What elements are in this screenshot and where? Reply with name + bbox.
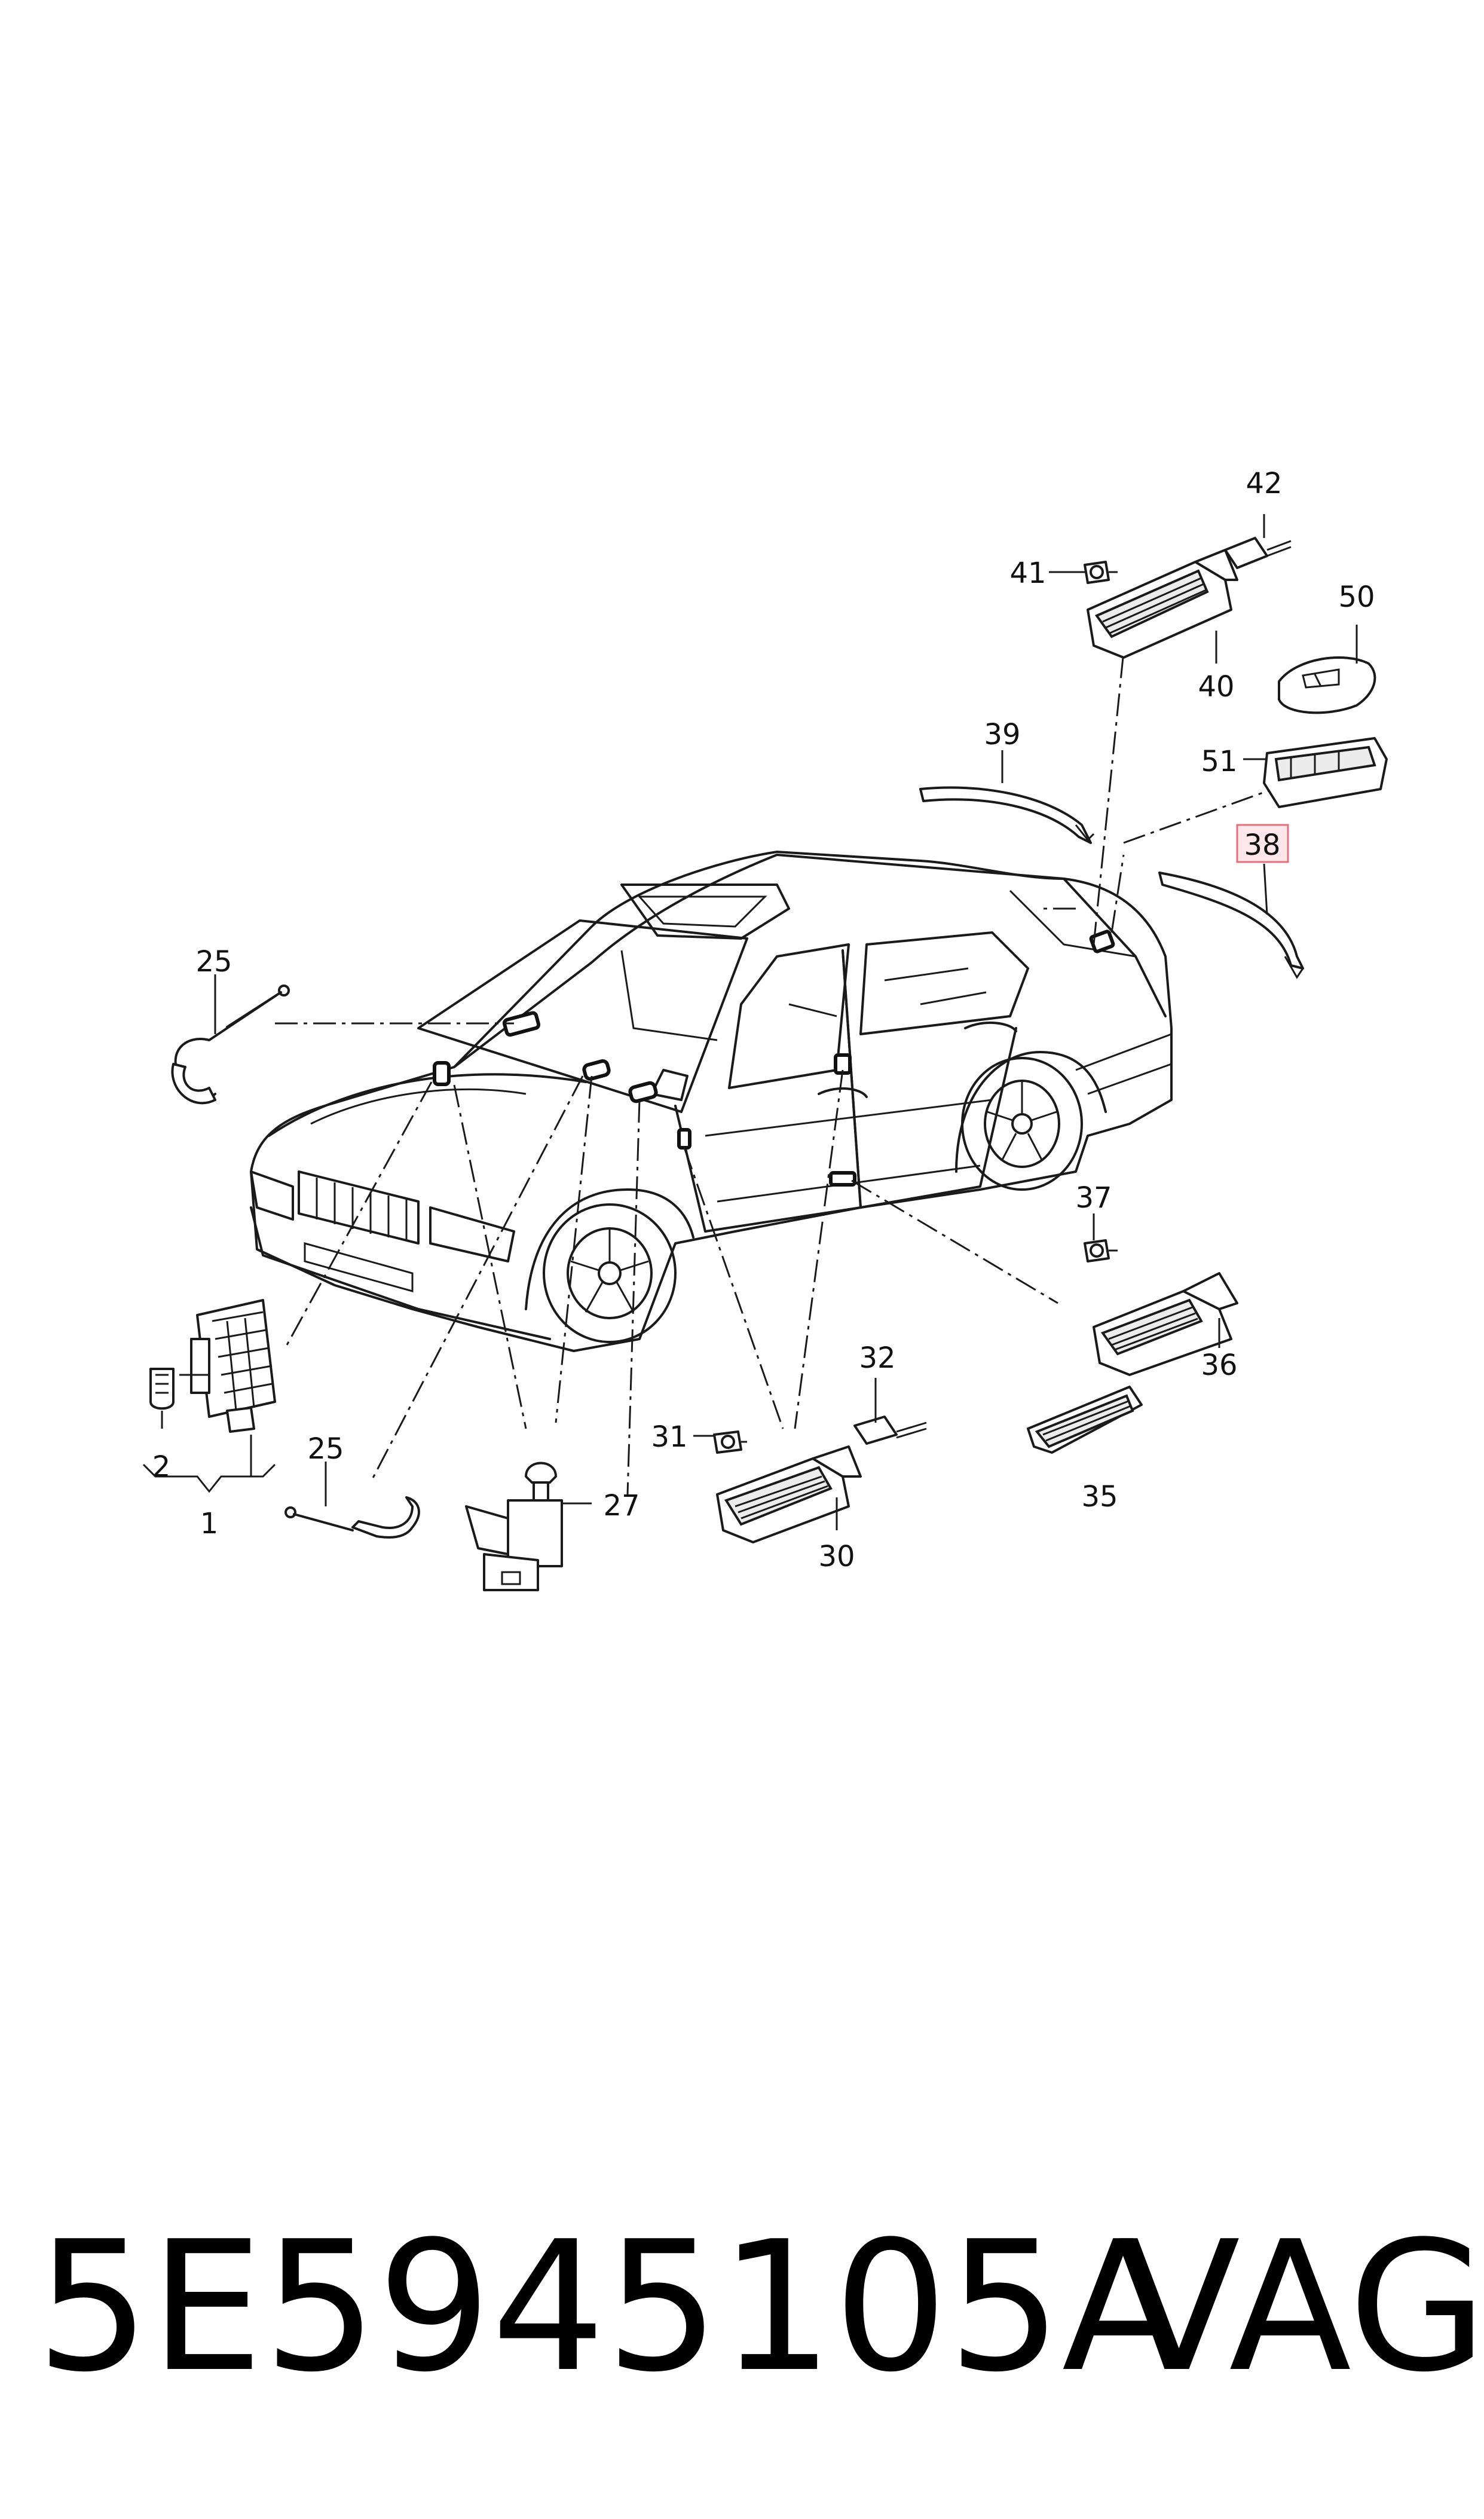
callout-37: 37 bbox=[1075, 1181, 1112, 1215]
callout-40: 40 bbox=[1198, 670, 1234, 704]
callout-38-box bbox=[1236, 824, 1289, 863]
part-35-lens bbox=[1027, 1386, 1143, 1454]
location-markers bbox=[433, 930, 1115, 1187]
part-number-label: 5E5945105A bbox=[36, 2203, 1185, 2411]
leader-lines bbox=[275, 651, 1274, 1495]
part-42-connector bbox=[1224, 537, 1292, 569]
callout-38: 38 bbox=[1244, 829, 1280, 862]
marker-rear-door-bottom bbox=[829, 1171, 856, 1187]
callout-42: 42 bbox=[1246, 467, 1282, 500]
marker-trunk bbox=[1089, 930, 1115, 953]
callout-50: 50 bbox=[1338, 580, 1375, 614]
callout-30: 30 bbox=[818, 1540, 855, 1573]
part-2-bulb bbox=[149, 1368, 175, 1429]
marker-left-footwell bbox=[433, 1061, 451, 1086]
part-30-door-light bbox=[716, 1445, 862, 1543]
part-1-bulb-holder bbox=[179, 1299, 276, 1433]
callout-38-highlight: 38 bbox=[1236, 824, 1289, 863]
marker-front-interior bbox=[502, 1011, 541, 1037]
part-36-door-light bbox=[1093, 1272, 1238, 1376]
marker-front-door bbox=[677, 1128, 691, 1150]
part-27-switch bbox=[465, 1462, 563, 1591]
callout-36: 36 bbox=[1201, 1349, 1237, 1382]
marker-center-console bbox=[582, 1059, 611, 1081]
part-38-trim-strip bbox=[1158, 872, 1304, 979]
callout-32: 32 bbox=[859, 1341, 895, 1375]
part-40-luggage-light bbox=[1087, 549, 1238, 659]
callout-35: 35 bbox=[1081, 1480, 1118, 1514]
callout-31: 31 bbox=[651, 1420, 687, 1454]
part-50-lamp-cover bbox=[1278, 656, 1376, 714]
part-41-bulb bbox=[1084, 561, 1118, 584]
callout-1: 1 bbox=[200, 1507, 219, 1540]
callout-51: 51 bbox=[1201, 745, 1237, 778]
part-25-light-guide-top bbox=[171, 985, 290, 1105]
part-51-lamp-housing bbox=[1263, 737, 1388, 808]
part-37-bulb bbox=[1084, 1239, 1118, 1262]
callout-27: 27 bbox=[603, 1489, 640, 1523]
callout-25-top: 25 bbox=[195, 945, 232, 979]
part-32-connector bbox=[853, 1416, 927, 1445]
callout-39: 39 bbox=[984, 718, 1020, 751]
callout-25-bottom: 25 bbox=[307, 1432, 344, 1466]
callout-numbers: 1 2 25 25 27 30 31 32 35 36 37 38 39 40 … bbox=[152, 467, 1375, 1573]
callout-41: 41 bbox=[1009, 557, 1046, 590]
part-31-bulb bbox=[713, 1430, 747, 1454]
bracket-1 bbox=[142, 1435, 276, 1493]
callout-leaders bbox=[214, 514, 1358, 1530]
callout-2: 2 bbox=[152, 1450, 171, 1484]
marker-right-footwell bbox=[628, 1081, 658, 1103]
part-39-trim-strip bbox=[919, 786, 1095, 844]
car-illustration bbox=[250, 851, 1173, 1352]
brand-label: VAG bbox=[1118, 2203, 1484, 2411]
part-25-light-guide-bottom bbox=[284, 1496, 420, 1539]
